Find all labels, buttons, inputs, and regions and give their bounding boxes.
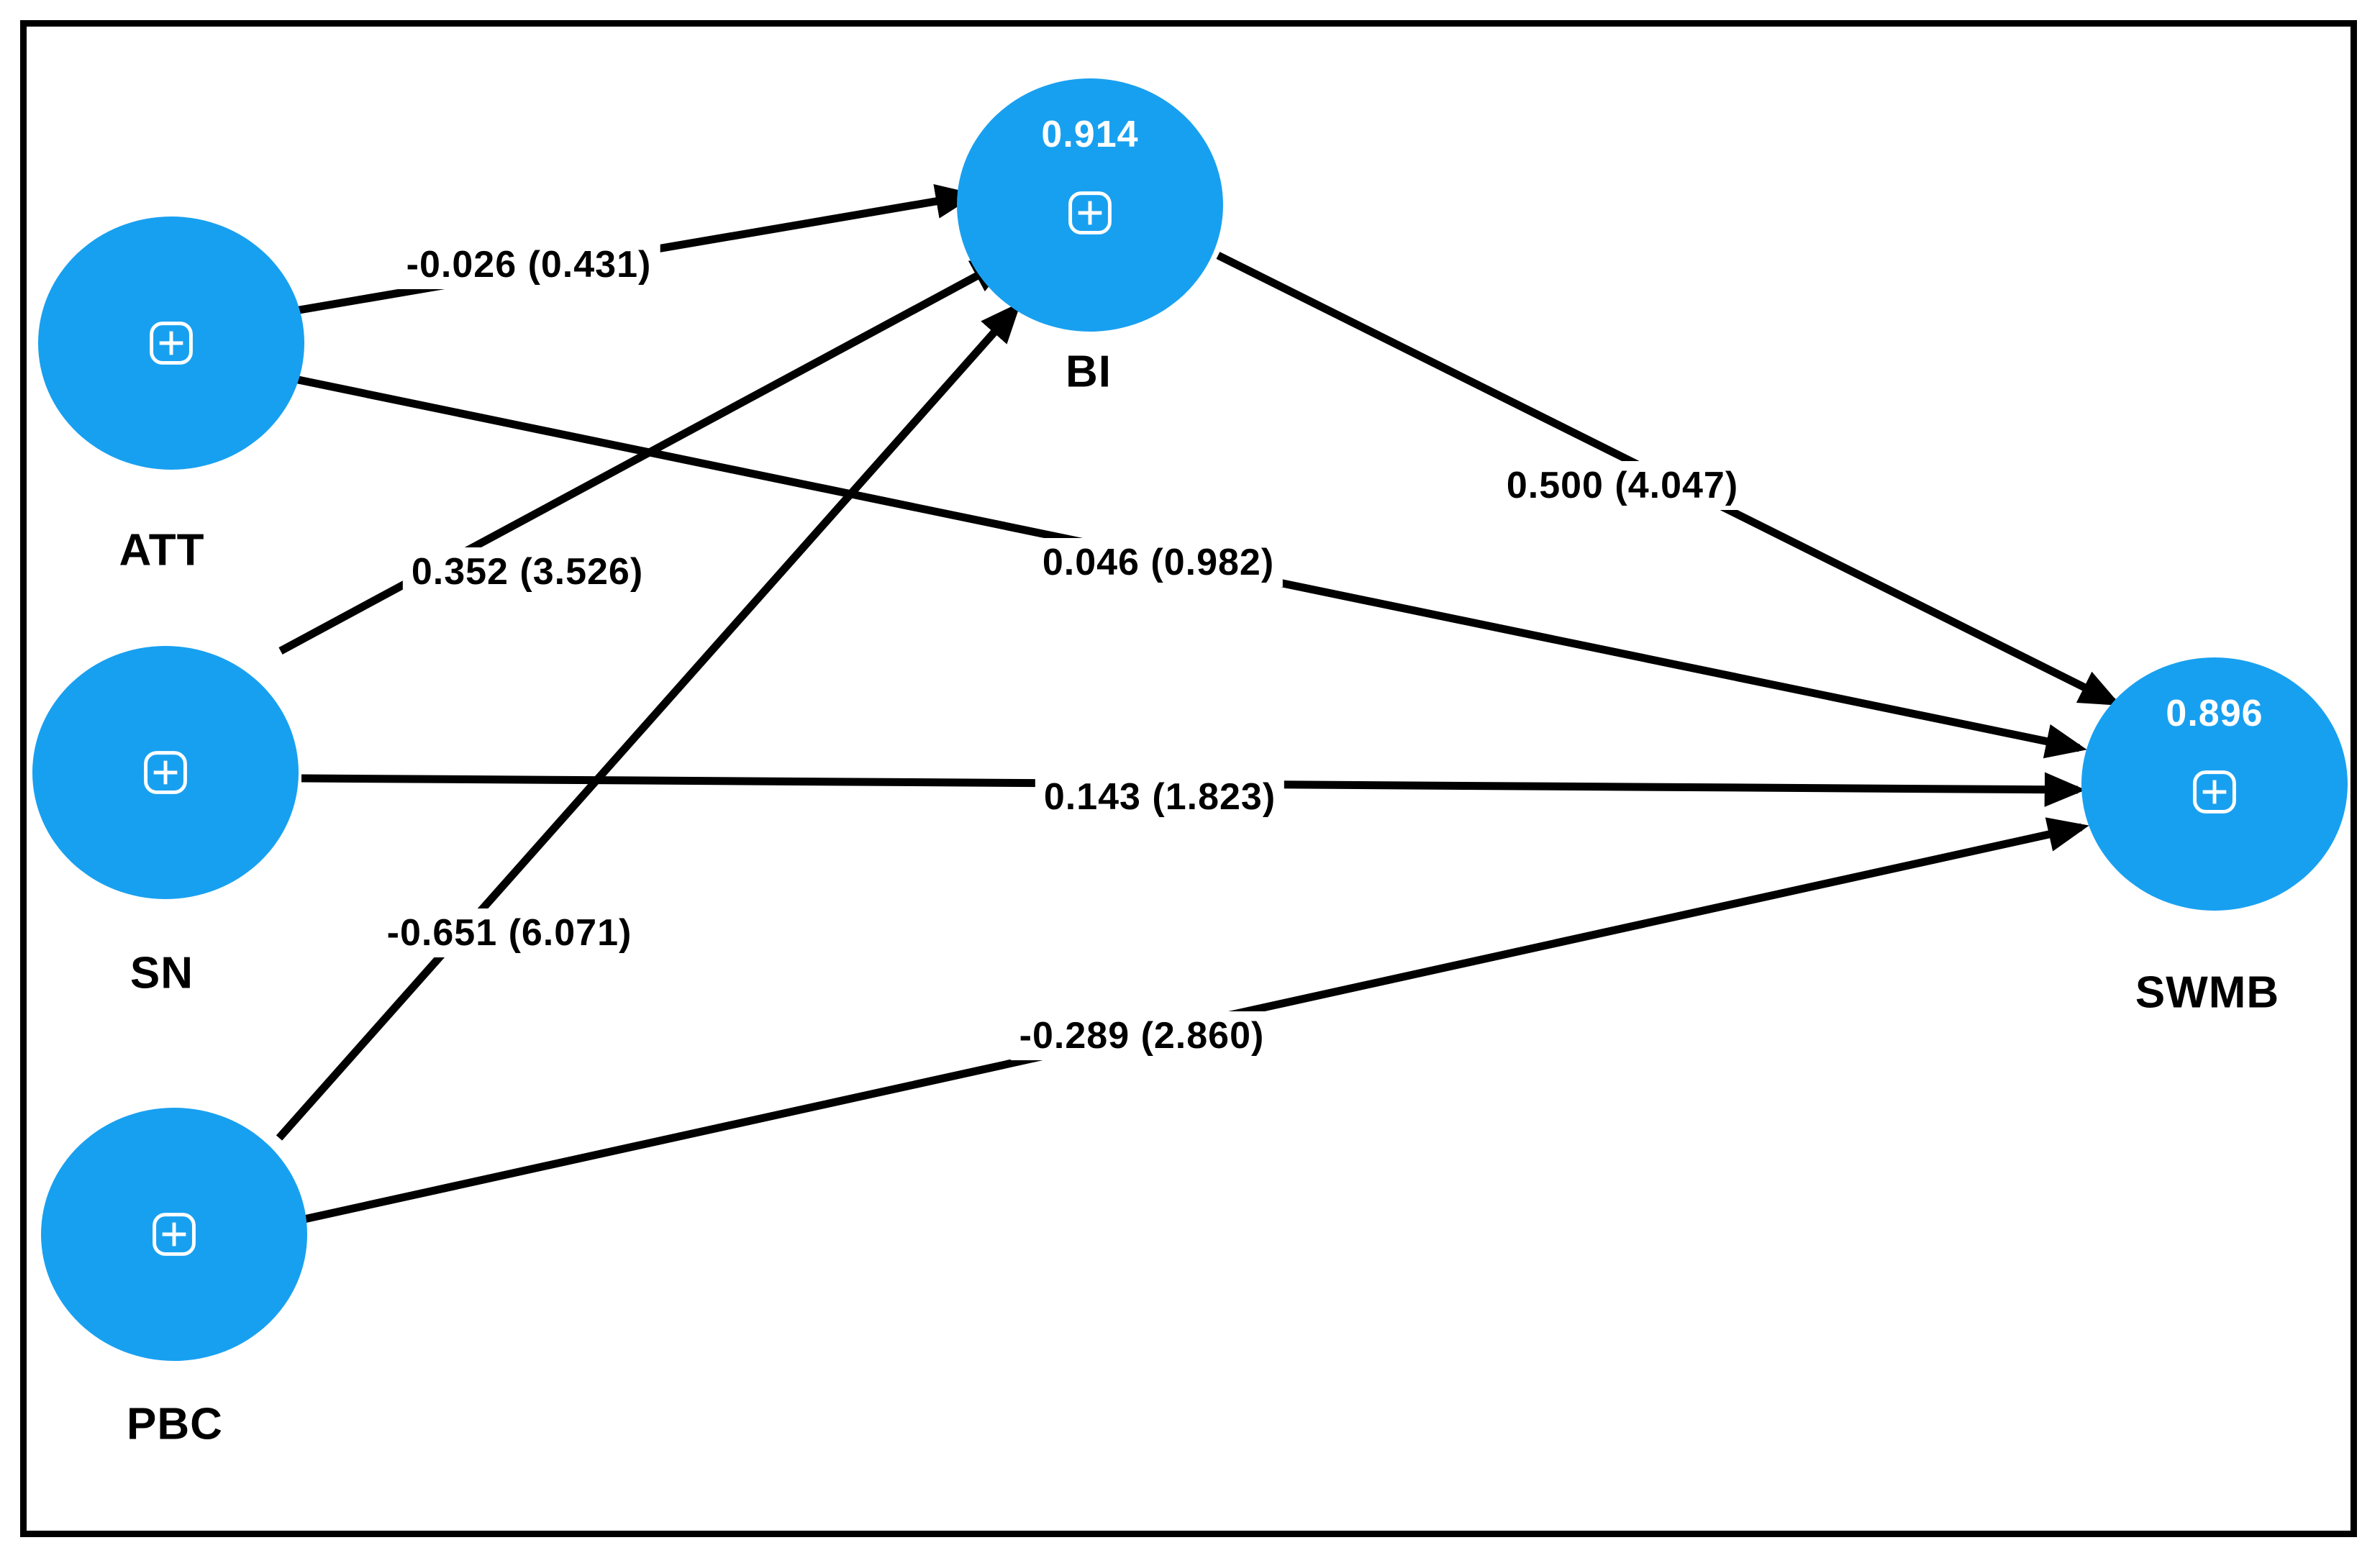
- node-label-bi: BI: [1066, 347, 1112, 397]
- path-label-att-to-swmb[interactable]: 0.046 (0.982): [1033, 538, 1284, 587]
- path-label-bi-to-swmb[interactable]: 0.500 (4.047): [1497, 461, 1748, 510]
- r-squared-bi: 0.914: [1041, 114, 1139, 155]
- node-att[interactable]: [38, 217, 304, 470]
- path-label-att-to-bi[interactable]: -0.026 (0.431): [397, 240, 660, 289]
- plus-icon: [140, 747, 191, 798]
- plus-icon: [1065, 188, 1115, 238]
- plus-icon: [146, 318, 196, 368]
- path-label-pbc-to-bi[interactable]: -0.651 (6.071): [378, 908, 641, 957]
- diagram-border: [20, 20, 2357, 1537]
- node-swmb[interactable]: 0.896: [2081, 657, 2348, 911]
- node-sn[interactable]: [32, 646, 299, 899]
- node-label-sn: SN: [130, 948, 194, 998]
- r-squared-swmb: 0.896: [2166, 693, 2263, 734]
- node-label-swmb: SWMB: [2135, 967, 2280, 1018]
- node-pbc[interactable]: [41, 1108, 307, 1361]
- path-label-pbc-to-swmb[interactable]: -0.289 (2.860): [1010, 1011, 1273, 1060]
- path-label-sn-to-swmb[interactable]: 0.143 (1.823): [1035, 773, 1285, 821]
- arrow-sn-to-bi[interactable]: [278, 256, 1013, 655]
- plus-icon: [2189, 767, 2240, 817]
- path-label-sn-to-bi[interactable]: 0.352 (3.526): [402, 547, 653, 596]
- node-label-pbc: PBC: [127, 1399, 223, 1449]
- node-label-att: ATT: [119, 525, 205, 575]
- plus-icon: [149, 1209, 199, 1259]
- node-bi[interactable]: 0.914: [957, 78, 1223, 332]
- arrow-pbc-to-bi[interactable]: [276, 301, 1022, 1141]
